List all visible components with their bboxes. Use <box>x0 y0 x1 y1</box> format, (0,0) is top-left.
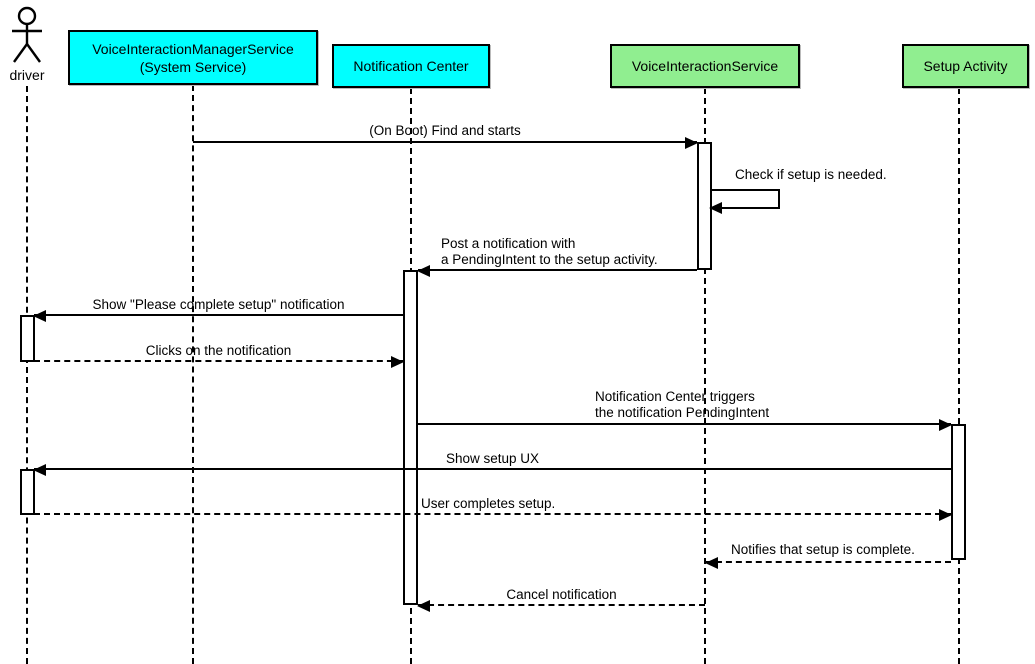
message-arrow-triggers-pendingintent <box>418 419 952 431</box>
participant-label: Setup Activity <box>923 58 1008 74</box>
message-label-show-setup-ux: Show setup UX <box>446 451 540 466</box>
arrowhead-icon <box>709 202 722 214</box>
message-label-clicks-notification: Clicks on the notification <box>145 343 292 358</box>
activation-bar-driver-1 <box>20 315 35 362</box>
arrowhead-icon <box>939 509 952 521</box>
message-arrow-show-setup-notification <box>33 310 403 322</box>
activation-bar-setup-activity <box>951 424 966 560</box>
participant-box-voice-interaction-manager-service: VoiceInteractionManagerService (System S… <box>68 30 318 85</box>
message-label-user-completes-setup: User completes setup. <box>421 496 556 511</box>
message-arrow-cancel-notification <box>417 600 705 612</box>
message-arrow-notifies-setup-complete <box>705 557 951 569</box>
lifeline-driver <box>26 86 28 664</box>
arrowhead-icon <box>417 265 430 277</box>
message-label-find-and-starts: (On Boot) Find and starts <box>369 123 521 138</box>
message-label-notifies-setup-complete: Notifies that setup is complete. <box>731 542 915 557</box>
activation-bar-driver-2 <box>20 469 35 515</box>
lifeline-setup-activity <box>958 88 960 664</box>
arrowhead-icon <box>685 137 698 149</box>
message-arrow-find-and-starts <box>193 137 698 149</box>
participant-box-voice-interaction-service: VoiceInteractionService <box>610 44 800 88</box>
message-label-show-setup-notification: Show "Please complete setup" notificatio… <box>92 297 345 312</box>
participant-box-setup-activity: Setup Activity <box>902 44 1029 88</box>
message-label-triggers-pendingintent: Notification Center triggers the notific… <box>595 389 770 420</box>
message-arrow-user-completes-setup <box>34 509 952 521</box>
message-label-check-setup: Check if setup is needed. <box>735 167 887 182</box>
message-arrow-post-notification <box>417 265 697 277</box>
message-arrow-check-setup-self <box>709 189 780 214</box>
participant-sublabel: (System Service) <box>139 58 247 75</box>
participant-label: VoiceInteractionManagerService <box>92 40 294 57</box>
participant-box-notification-center: Notification Center <box>332 44 490 88</box>
message-arrow-clicks-notification <box>34 356 404 368</box>
message-arrow-show-setup-ux <box>33 464 951 476</box>
arrowhead-icon <box>417 600 430 612</box>
actor-label: driver <box>9 67 45 83</box>
arrowhead-icon <box>391 356 404 368</box>
arrowhead-icon <box>33 310 46 322</box>
message-label-post-notification: Post a notification with a PendingIntent… <box>441 236 658 267</box>
lifeline-voice-interaction-manager-service <box>192 85 194 664</box>
activation-bar-notification-center <box>403 270 418 605</box>
participant-label: VoiceInteractionService <box>631 58 779 74</box>
message-label-cancel-notification: Cancel notification <box>506 587 617 602</box>
lifeline-voice-interaction-service <box>704 88 706 664</box>
arrowhead-icon <box>705 557 718 569</box>
arrowhead-icon <box>939 419 952 431</box>
participant-label: Notification Center <box>353 58 469 74</box>
stick-figure-icon <box>12 6 42 63</box>
arrowhead-icon <box>33 464 46 476</box>
